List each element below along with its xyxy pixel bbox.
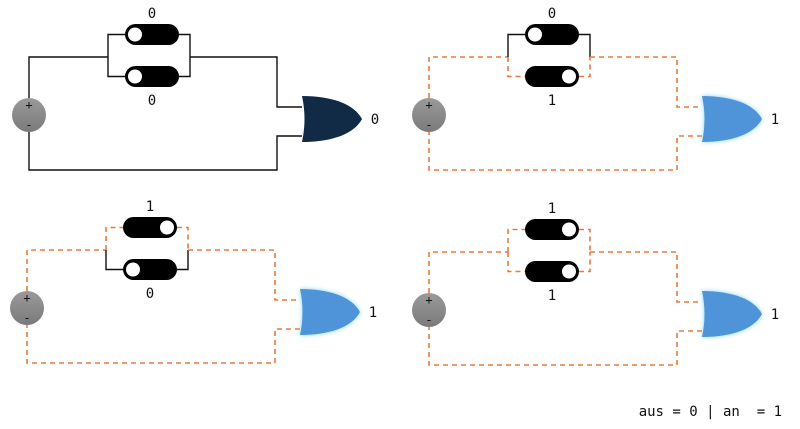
wire-gate-in <box>190 56 302 108</box>
wire-switch-a-out <box>579 228 591 252</box>
wire-switch-a-out <box>579 33 591 57</box>
switch-a-label: 1 <box>146 199 154 215</box>
switch-b[interactable] <box>525 261 579 282</box>
switch-b-label: 0 <box>148 93 156 109</box>
gate-output-label: 1 <box>771 112 779 128</box>
switch-b[interactable] <box>123 259 177 280</box>
switch-a[interactable] <box>125 24 179 45</box>
legend: aus = 0 | an = 1 <box>638 404 782 420</box>
or-gate-icon <box>302 96 362 142</box>
wire-switch-a-in <box>107 33 125 57</box>
battery-icon: +- <box>412 293 446 327</box>
switch-knob[interactable] <box>562 69 576 84</box>
battery-minus: - <box>425 118 432 132</box>
switch-a[interactable] <box>123 217 177 238</box>
battery-minus: - <box>25 118 32 132</box>
wire-return <box>26 325 300 364</box>
switch-knob[interactable] <box>128 69 142 84</box>
switch-knob[interactable] <box>128 27 142 42</box>
wire-switch-b-out <box>179 57 191 78</box>
circuit-c11: 11+-1 <box>412 201 779 366</box>
battery-body <box>412 293 446 327</box>
battery-icon: +- <box>12 98 46 132</box>
switch-a-label: 0 <box>148 6 156 22</box>
wire-switch-a-in <box>507 228 525 252</box>
battery-icon: +- <box>10 291 44 325</box>
battery-icon: +- <box>412 98 446 132</box>
wire-supply <box>26 249 106 291</box>
or-gate-icon <box>300 289 360 335</box>
switch-b[interactable] <box>525 66 579 87</box>
or-gate-icon <box>702 96 762 142</box>
wire-switch-b-out <box>579 252 591 273</box>
gate-output-label: 1 <box>369 305 377 321</box>
wire-switch-a-in <box>507 33 525 57</box>
wire-return <box>28 132 302 171</box>
wire-switch-b-in <box>105 250 123 271</box>
switch-a-label: 0 <box>548 6 556 22</box>
wire-switch-a-out <box>179 33 191 57</box>
wire-switch-b-in <box>507 57 525 78</box>
battery-body <box>412 98 446 132</box>
switch-b[interactable] <box>125 66 179 87</box>
wire-switch-b-in <box>507 252 525 273</box>
gate-output-label: 1 <box>771 307 779 323</box>
switch-a[interactable] <box>525 24 579 45</box>
battery-body <box>12 98 46 132</box>
wire-return <box>428 132 702 171</box>
or-gate-icon <box>702 291 762 337</box>
battery-minus: - <box>425 313 432 327</box>
wire-switch-a-out <box>177 226 189 250</box>
switch-knob[interactable] <box>562 222 576 237</box>
battery-plus: + <box>23 291 30 305</box>
switch-a[interactable] <box>525 219 579 240</box>
battery-minus: - <box>23 311 30 325</box>
switch-b-label: 1 <box>548 288 556 304</box>
circuit-c00: 00+-0 <box>12 6 379 171</box>
circuit-c01: 01+-1 <box>412 6 779 171</box>
wire-switch-b-in <box>107 57 125 78</box>
battery-plus: + <box>25 98 32 112</box>
wire-switch-b-out <box>579 57 591 78</box>
wire-supply <box>28 56 108 98</box>
battery-body <box>10 291 44 325</box>
wire-supply <box>428 56 508 98</box>
wire-gate-in <box>590 251 702 303</box>
switch-knob[interactable] <box>562 264 576 279</box>
battery-plus: + <box>425 293 432 307</box>
wire-return <box>428 327 702 366</box>
wire-supply <box>428 251 508 293</box>
switch-a-label: 1 <box>548 201 556 217</box>
switch-b-label: 1 <box>548 93 556 109</box>
wire-gate-in <box>590 56 702 108</box>
battery-plus: + <box>425 98 432 112</box>
switch-knob[interactable] <box>528 27 542 42</box>
wire-gate-in <box>188 249 300 301</box>
wire-switch-a-in <box>105 226 123 250</box>
switch-knob[interactable] <box>160 220 174 235</box>
switch-knob[interactable] <box>126 262 140 277</box>
circuit-c10: 10+-1 <box>10 199 377 364</box>
switch-b-label: 0 <box>146 286 154 302</box>
gate-output-label: 0 <box>371 112 379 128</box>
wire-switch-b-out <box>177 250 189 271</box>
